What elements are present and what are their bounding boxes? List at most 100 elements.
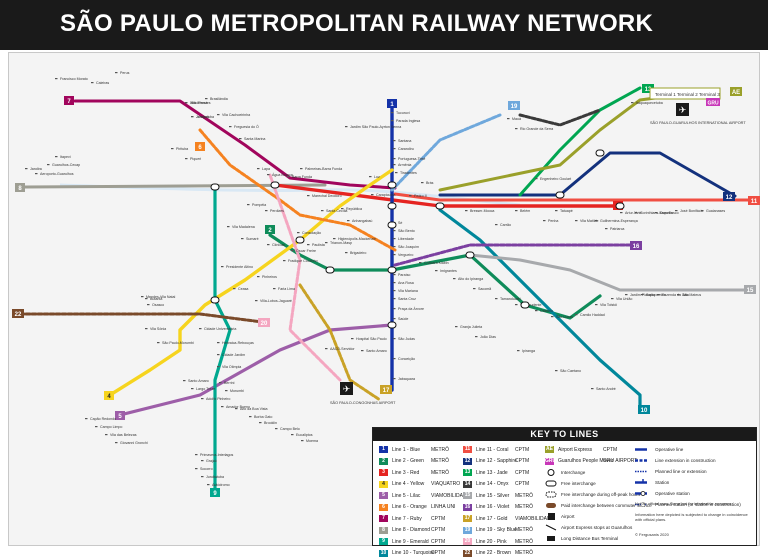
- station-label[interactable]: Guaianases: [706, 209, 725, 213]
- interchange-marker[interactable]: [210, 296, 220, 304]
- station-label[interactable]: Cidade Jardim: [222, 353, 245, 357]
- station-label[interactable]: Pedro II: [414, 194, 427, 198]
- badge-22[interactable]: [12, 309, 24, 318]
- station-label[interactable]: Rio Grande da Serra: [520, 127, 553, 131]
- station-label[interactable]: São Caetano: [560, 369, 581, 373]
- badge-17[interactable]: [380, 385, 392, 394]
- line-15-silver[interactable]: [468, 253, 752, 292]
- line-7-ruby[interactable]: [73, 99, 397, 190]
- station-label[interactable]: Jardim São Paulo-Ayrton Senna: [350, 125, 401, 129]
- station-label[interactable]: Tucuruvi: [396, 111, 410, 115]
- station-label[interactable]: Butantã: [150, 297, 162, 301]
- station-label[interactable]: Carandiru: [398, 147, 414, 151]
- station-label[interactable]: Vergueiro: [398, 253, 413, 257]
- station-label[interactable]: Vila Cachoeirinha: [222, 113, 250, 117]
- line-12-sapphire[interactable]: [438, 151, 737, 198]
- line-13-jade[interactable]: [518, 86, 642, 197]
- station-label[interactable]: Ceasa: [238, 287, 248, 291]
- line-4-yellow[interactable]: [108, 168, 394, 397]
- station-label[interactable]: Água Branca: [272, 173, 293, 177]
- station-label[interactable]: Borba Gato: [254, 415, 272, 419]
- station-label[interactable]: Faria Lima: [278, 287, 295, 291]
- station-label[interactable]: Luz: [374, 175, 380, 179]
- station-label[interactable]: Amador Bueno: [226, 405, 250, 409]
- badge-20[interactable]: [258, 318, 270, 327]
- interchange-marker[interactable]: [387, 266, 397, 274]
- station-label[interactable]: Campo Limpo: [100, 425, 122, 429]
- line-19-sky-blue[interactable]: [390, 113, 502, 192]
- station-label[interactable]: José Bonifácio: [680, 209, 703, 213]
- station-label[interactable]: Santo Amaro: [188, 379, 209, 383]
- station-label[interactable]: Praça da Árvore: [398, 307, 424, 311]
- station-label[interactable]: Palmeiras-Barra Funda: [305, 167, 342, 171]
- interchange-marker[interactable]: [435, 202, 445, 210]
- badge-13[interactable]: [642, 84, 654, 93]
- station-label[interactable]: Moema: [306, 439, 318, 443]
- station-label[interactable]: Mendes-Vila Natal: [146, 295, 175, 299]
- station-label[interactable]: Vila Matilde: [580, 219, 599, 223]
- gru-airport[interactable]: Terminal 1 Terminal 2 Terminal 3 GRU ✈ S…: [649, 87, 746, 125]
- station-label[interactable]: Consolação: [302, 231, 321, 235]
- station-label[interactable]: Vila Aurora: [190, 101, 208, 105]
- badge-6[interactable]: [195, 142, 205, 151]
- badge-19[interactable]: [508, 101, 520, 110]
- station-label[interactable]: Parada Inglesa: [396, 119, 420, 123]
- line-14-onyx[interactable]: [518, 108, 602, 127]
- station-label[interactable]: Engenheiro Goulart: [540, 177, 571, 181]
- line-22-brown[interactable]: [18, 312, 264, 324]
- badge-7[interactable]: [64, 96, 74, 105]
- station-label[interactable]: Mauá: [512, 117, 521, 121]
- station-label[interactable]: Jaraguá: [196, 115, 209, 119]
- station-label[interactable]: Aeroporto-Guarulhos: [40, 172, 74, 176]
- station-label[interactable]: Presidente Altino: [226, 265, 253, 269]
- station-label[interactable]: Caieiras: [96, 81, 109, 85]
- station-label[interactable]: Belém: [520, 209, 530, 213]
- station-label[interactable]: Largo Treze: [196, 387, 215, 391]
- station-label[interactable]: Jabaquara: [398, 377, 415, 381]
- station-label[interactable]: Sapopemba: [646, 293, 665, 297]
- line-5-lilac[interactable]: [118, 323, 394, 417]
- station-label[interactable]: São Bento: [398, 229, 415, 233]
- badge-16[interactable]: [630, 241, 642, 250]
- station-label[interactable]: Piqueri: [190, 157, 201, 161]
- station-label[interactable]: Cidade Universitária: [204, 327, 236, 331]
- station-label[interactable]: Higienópolis-Mackenzie: [338, 237, 376, 241]
- station-label[interactable]: Santa Cecília: [326, 209, 347, 213]
- station-label[interactable]: Santana: [398, 139, 411, 143]
- station-label[interactable]: Carrão: [500, 223, 511, 227]
- station-label[interactable]: Primavera-Interlagos: [200, 453, 234, 457]
- station-label[interactable]: Vila Madalena: [232, 225, 255, 229]
- interchange-marker[interactable]: [555, 191, 565, 199]
- station-label[interactable]: Grajaú: [206, 459, 217, 463]
- station-label[interactable]: Sé: [398, 221, 402, 225]
- station-label[interactable]: Socorro: [200, 467, 213, 471]
- interchange-marker[interactable]: [465, 251, 475, 259]
- station-label[interactable]: Itaquaquecetuba: [636, 101, 663, 105]
- station-label[interactable]: São Mateus: [682, 293, 701, 297]
- station-label[interactable]: Paulista: [312, 243, 325, 247]
- station-label[interactable]: Capão Redondo: [90, 417, 116, 421]
- station-label[interactable]: Artur Alvim: [625, 211, 642, 215]
- station-label[interactable]: Tiradentes: [400, 171, 417, 175]
- station-label[interactable]: Freguesia do Ó: [234, 124, 259, 129]
- station-label[interactable]: Fradique Coutinho: [288, 259, 318, 263]
- cgh-airport[interactable]: ✈ SÃO PAULO-CONGONHAS AIRPORT: [330, 382, 396, 405]
- station-label[interactable]: Brooklin: [264, 421, 277, 425]
- station-label[interactable]: Eucaliptos: [296, 433, 313, 437]
- station-label[interactable]: Jandira: [30, 167, 42, 171]
- station-label[interactable]: Barra Funda: [292, 175, 312, 179]
- station-label[interactable]: Portuguesa-Tietê: [398, 157, 425, 161]
- station-label[interactable]: Pirituba: [176, 147, 188, 151]
- station-label[interactable]: Chácara Klabin: [424, 261, 449, 265]
- interchange-marker[interactable]: [270, 181, 280, 189]
- badge-2[interactable]: [265, 225, 275, 234]
- station-label[interactable]: Fazenda da Juta: [662, 293, 689, 297]
- station-label[interactable]: João Dias: [480, 335, 496, 339]
- station-label[interactable]: Perus: [120, 71, 130, 75]
- line-17-gold[interactable]: [298, 283, 382, 402]
- station-label[interactable]: Tatuapé: [560, 209, 573, 213]
- station-label[interactable]: Vila das Belezas: [110, 433, 137, 437]
- badge-4[interactable]: [104, 391, 114, 400]
- station-label[interactable]: Pinheiros: [262, 275, 277, 279]
- station-label[interactable]: Oratório: [540, 309, 553, 313]
